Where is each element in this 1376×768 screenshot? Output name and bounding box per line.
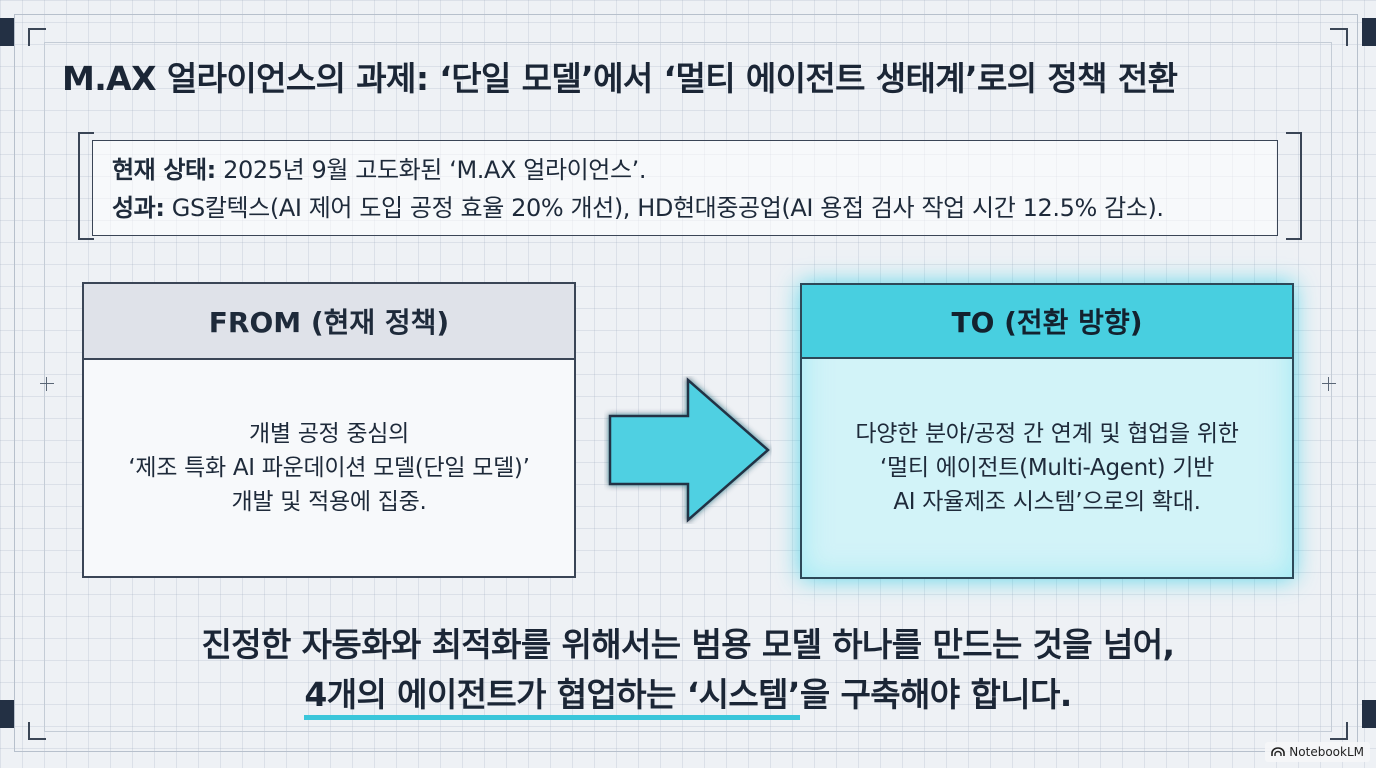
results-label: 성과:	[112, 194, 165, 222]
page-title: M.AX 얼라이언스의 과제: ‘단일 모델’에서 ‘멀티 에이전트 생태계’로…	[62, 59, 1178, 98]
edge-mark	[1362, 18, 1376, 46]
corner-bracket	[1330, 722, 1348, 740]
from-line: ‘제조 특화 AI 파운데이션 모델(단일 모델)’	[128, 455, 530, 481]
notebooklm-logo-icon	[1271, 747, 1286, 756]
to-line: 다양한 분야/공정 간 연계 및 협업을 위한	[855, 421, 1239, 447]
crosshair-tick	[46, 377, 47, 391]
to-panel: TO (전환 방향) 다양한 분야/공정 간 연계 및 협업을 위한 ‘멀티 에…	[800, 283, 1294, 579]
edge-mark	[1362, 700, 1376, 728]
from-panel: FROM (현재 정책) 개별 공정 중심의 ‘제조 특화 AI 파운데이션 모…	[82, 282, 576, 578]
from-body: 개별 공정 중심의 ‘제조 특화 AI 파운데이션 모델(단일 모델)’ 개발 …	[84, 360, 574, 576]
status-line-results: 성과: GS칼텍스(AI 제어 도입 공정 효율 20% 개선), HD현대중공…	[112, 188, 1164, 223]
results-text: GS칼텍스(AI 제어 도입 공정 효율 20% 개선), HD현대중공업(AI…	[164, 194, 1164, 222]
from-heading: FROM (현재 정책)	[84, 284, 574, 360]
conclusion-highlight: 4개의 에이전트가 협업하는 ‘시스템’	[304, 675, 800, 720]
status-bracket-right	[1286, 132, 1302, 240]
to-line: ‘멀티 에이전트(Multi-Agent) 기반	[879, 455, 1215, 481]
from-line: 개발 및 적용에 집중.	[231, 489, 427, 515]
status-bracket-left	[78, 132, 94, 240]
from-line: 개별 공정 중심의	[248, 421, 410, 447]
corner-bracket	[28, 28, 46, 46]
to-body: 다양한 분야/공정 간 연계 및 협업을 위한 ‘멀티 에이전트(Multi-A…	[802, 359, 1292, 577]
status-label: 현재 상태:	[112, 156, 216, 184]
conclusion-line-2: 4개의 에이전트가 협업하는 ‘시스템’을 구축해야 합니다.	[0, 668, 1376, 720]
outer-frame	[14, 14, 1358, 752]
crosshair-tick	[1328, 377, 1329, 391]
crosshair-tick	[1322, 383, 1336, 384]
to-heading: TO (전환 방향)	[802, 285, 1292, 359]
watermark-text: NotebookLM	[1289, 745, 1364, 759]
status-text: 2025년 9월 고도화된 ‘M.AX 얼라이언스’.	[215, 156, 647, 184]
conclusion-line-1: 진정한 자동화와 최적화를 위해서는 범용 모델 하나를 만드는 것을 넘어,	[201, 625, 1176, 664]
inner-frame	[44, 42, 1332, 732]
conclusion-rest: 을 구축해야 합니다.	[799, 675, 1072, 714]
crosshair-tick	[40, 383, 54, 384]
status-box	[92, 140, 1278, 236]
status-line-current: 현재 상태: 2025년 9월 고도화된 ‘M.AX 얼라이언스’.	[112, 150, 647, 185]
edge-mark	[0, 700, 14, 728]
corner-bracket	[1330, 28, 1348, 46]
to-line: AI 자율제조 시스템’으로의 확대.	[893, 489, 1201, 515]
corner-bracket	[28, 722, 46, 740]
right-arrow-icon	[608, 377, 770, 523]
edge-mark	[0, 18, 14, 46]
notebooklm-watermark: NotebookLM	[1265, 742, 1370, 762]
